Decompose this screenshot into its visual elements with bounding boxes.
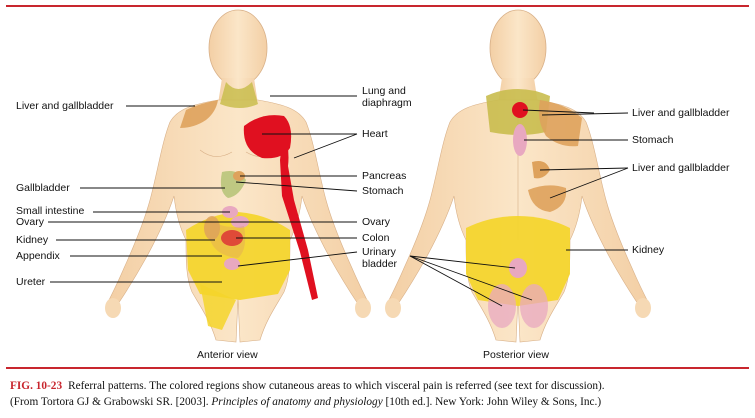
top-rule bbox=[6, 5, 749, 7]
label-liver-gallbladder-posterior-1: Liver and gallbladder bbox=[632, 107, 730, 119]
caption-book-title: Principles of anatomy and physiology bbox=[211, 396, 383, 408]
label-liver-gallbladder-anterior: Liver and gallbladder bbox=[16, 100, 114, 112]
posterior-body-icon bbox=[385, 9, 651, 343]
label-colon: Colon bbox=[362, 232, 390, 244]
label-appendix: Appendix bbox=[16, 250, 60, 262]
anterior-body-icon bbox=[105, 9, 371, 343]
posterior-view-label: Posterior view bbox=[483, 349, 549, 361]
label-liver-gallbladder-posterior-2: Liver and gallbladder bbox=[632, 162, 730, 174]
label-ovary-mid: Ovary bbox=[362, 216, 391, 228]
label-kidney-posterior: Kidney bbox=[632, 244, 665, 256]
caption-citation-part1: (From Tortora GJ & Grabowski SR. [2003]. bbox=[10, 396, 212, 408]
label-kidney-left: Kidney bbox=[16, 234, 49, 246]
caption-text-line1: Referral patterns. The colored regions s… bbox=[68, 380, 605, 392]
label-stomach-mid: Stomach bbox=[362, 185, 404, 197]
label-urinary-bladder: Urinary bladder bbox=[362, 246, 398, 270]
label-ureter: Ureter bbox=[16, 276, 46, 288]
leader-lines bbox=[48, 95, 629, 307]
figure-caption: FIG. 10-23 Referral patterns. The colored… bbox=[10, 378, 750, 410]
label-stomach-posterior: Stomach bbox=[632, 134, 674, 146]
caption-citation-part2: [10th ed.]. New York: John Wiley & Sons,… bbox=[382, 396, 602, 408]
label-gallbladder: Gallbladder bbox=[16, 182, 70, 194]
caption-rule bbox=[6, 367, 749, 369]
label-pancreas: Pancreas bbox=[362, 170, 407, 182]
label-small-intestine: Small intestine bbox=[16, 205, 85, 217]
anterior-view-label: Anterior view bbox=[197, 349, 258, 361]
label-ovary-left: Ovary bbox=[16, 216, 45, 228]
figure-number: FIG. 10-23 bbox=[10, 380, 63, 392]
label-heart: Heart bbox=[362, 128, 388, 140]
label-lung-diaphragm: Lung and diaphragm bbox=[362, 85, 412, 109]
